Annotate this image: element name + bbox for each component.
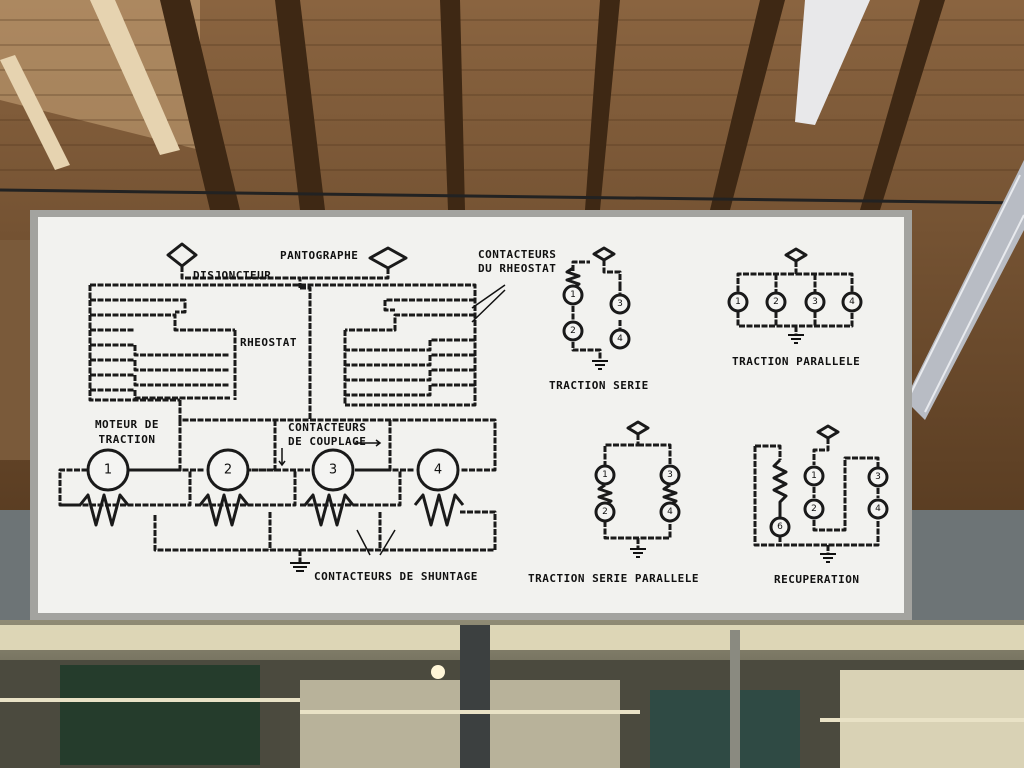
traction-motor-2: 2 bbox=[206, 448, 250, 492]
main-circuit bbox=[58, 242, 506, 572]
label-traction-parallele: TRACTION PARALLELE bbox=[732, 355, 860, 368]
label-contacteurs-rheostat-1: CONTACTEURS bbox=[478, 248, 556, 261]
svg-text:6: 6 bbox=[777, 522, 783, 532]
label-moteur-de: MOTEUR DE bbox=[95, 418, 159, 431]
svg-text:2: 2 bbox=[811, 504, 817, 514]
traction-motor-1: 1 bbox=[86, 448, 130, 492]
traction-diagram-board bbox=[30, 210, 912, 620]
label-contacteurs-rheostat-2: DU RHEOSTAT bbox=[478, 262, 556, 275]
diagram-traction-serie: 1 2 3 4 bbox=[562, 246, 631, 370]
svg-text:2: 2 bbox=[224, 463, 232, 478]
diagram-traction-serie-parallele: 1 2 3 4 bbox=[594, 420, 681, 558]
diagram-recuperation: 6 1 2 3 4 bbox=[753, 424, 889, 563]
label-traction-serie-parallele: TRACTION SERIE PARALLELE bbox=[528, 572, 699, 585]
svg-text:3: 3 bbox=[812, 297, 818, 307]
label-contacteurs-couplage-2: DE COUPLAGE bbox=[288, 435, 366, 448]
svg-text:1: 1 bbox=[570, 290, 576, 300]
label-rheostat: RHEOSTAT bbox=[240, 336, 297, 349]
label-traction-serie: TRACTION SERIE bbox=[549, 379, 649, 392]
svg-text:2: 2 bbox=[570, 326, 576, 336]
svg-text:1: 1 bbox=[602, 470, 608, 480]
svg-text:2: 2 bbox=[602, 507, 608, 517]
label-contacteurs-de-shuntage: CONTACTEURS DE SHUNTAGE bbox=[314, 570, 478, 583]
label-pantographe: PANTOGRAPHE bbox=[280, 249, 358, 262]
svg-text:4: 4 bbox=[849, 297, 855, 307]
label-contacteurs-couplage-1: CONTACTEURS bbox=[288, 421, 366, 434]
svg-text:3: 3 bbox=[617, 299, 623, 309]
svg-text:1: 1 bbox=[811, 471, 817, 481]
label-recuperation: RECUPERATION bbox=[774, 573, 859, 586]
label-disjoncteur: DISJONCTEUR bbox=[193, 269, 271, 282]
label-traction: TRACTION bbox=[99, 433, 156, 446]
svg-text:2: 2 bbox=[773, 297, 779, 307]
diagram-traction-parallele: 1 2 3 4 bbox=[727, 247, 863, 344]
svg-text:4: 4 bbox=[667, 507, 673, 517]
traction-motor-4: 4 bbox=[416, 448, 460, 492]
svg-text:3: 3 bbox=[667, 470, 673, 480]
svg-text:1: 1 bbox=[735, 297, 741, 307]
svg-text:4: 4 bbox=[434, 463, 442, 478]
traction-motor-3: 3 bbox=[311, 448, 355, 492]
svg-text:3: 3 bbox=[875, 472, 881, 482]
svg-text:1: 1 bbox=[104, 463, 112, 478]
svg-text:3: 3 bbox=[329, 463, 337, 478]
svg-text:4: 4 bbox=[875, 504, 881, 514]
svg-text:4: 4 bbox=[617, 334, 623, 344]
